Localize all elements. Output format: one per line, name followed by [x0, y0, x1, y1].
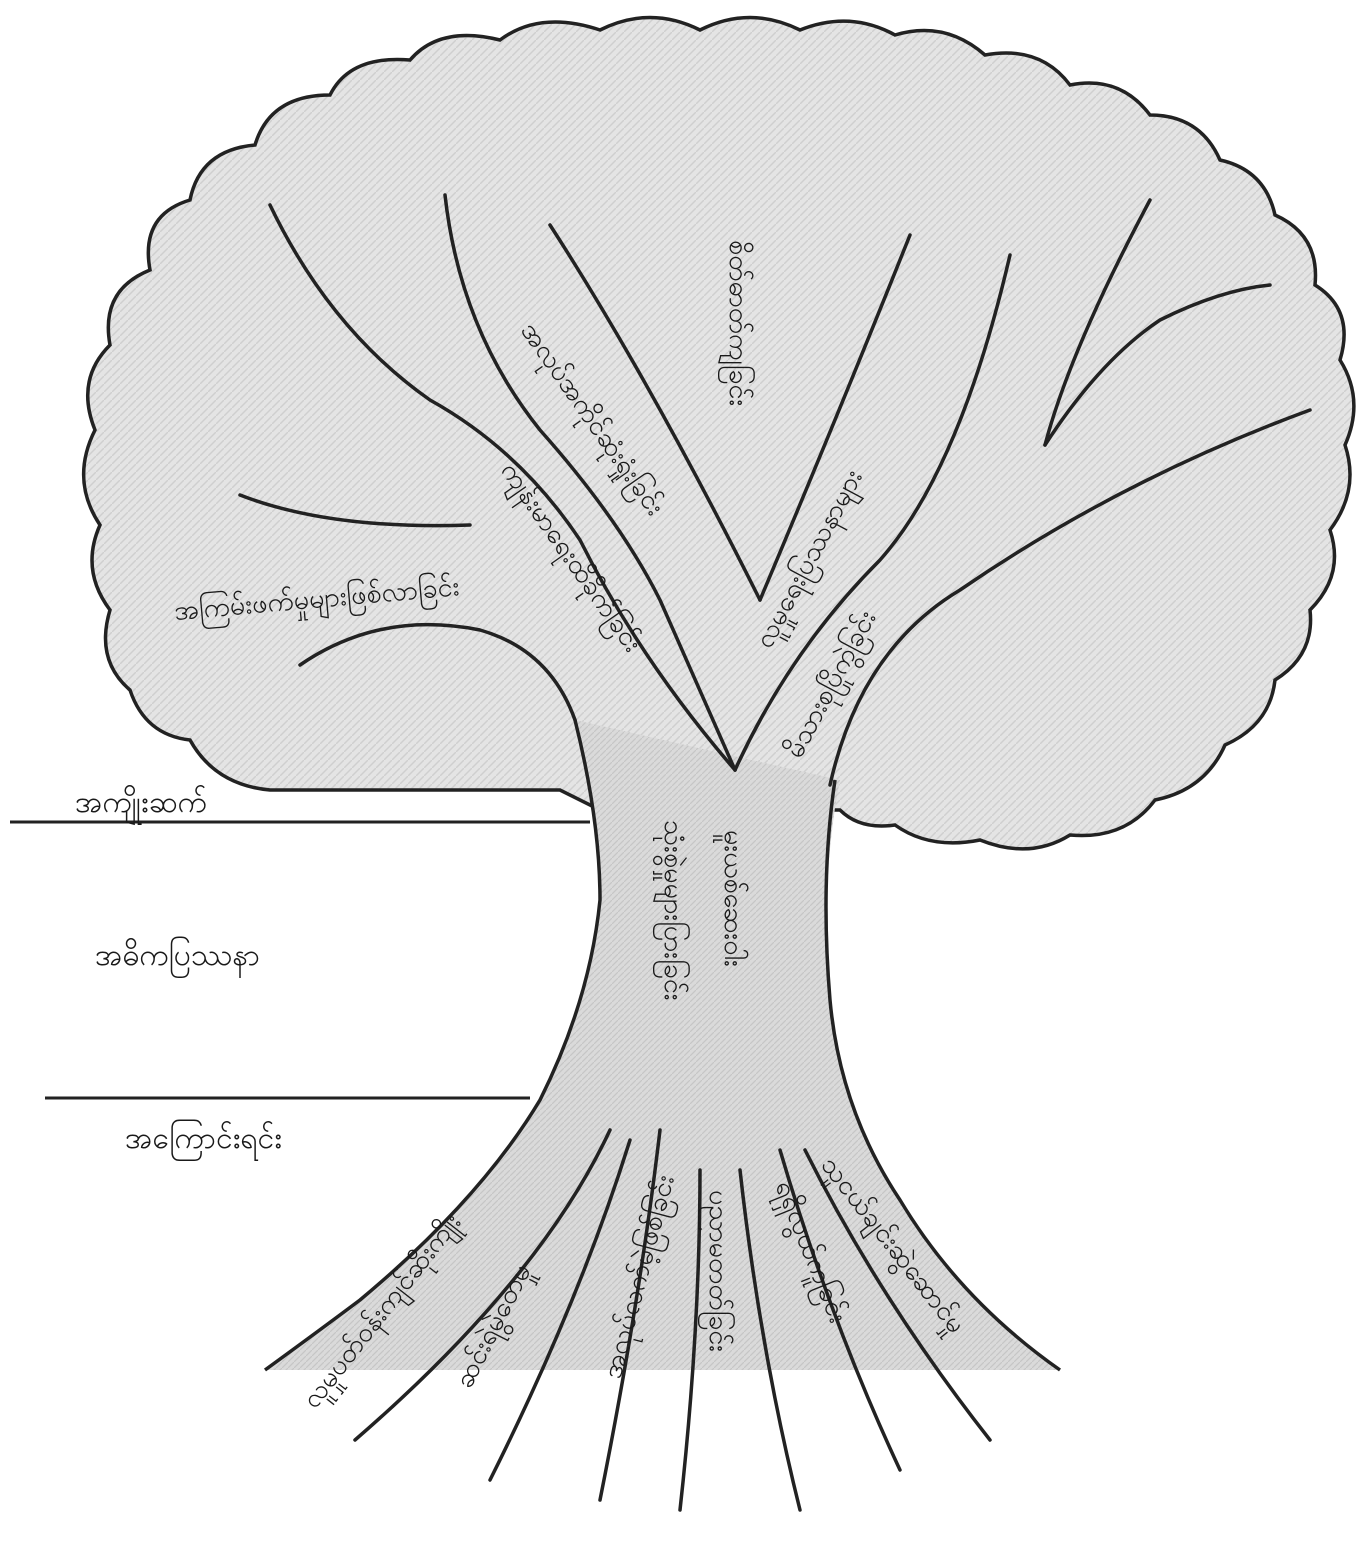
- root-label-4: ပညာမတတ်ခြင်း: [698, 1190, 736, 1352]
- causes-label: အကြောင်းရင်း: [125, 1119, 282, 1162]
- trunk-label-2: သုံးစွဲမှုများပြားခြင်း: [653, 820, 691, 1001]
- core-problem-label: အဓိကပြဿနာ: [95, 936, 260, 979]
- tree-canopy: [84, 18, 1354, 849]
- trunk-label-1: မူးယစ်ဆေးဝါး: [713, 830, 749, 967]
- effects-label: အကျိုးဆက်: [75, 785, 207, 826]
- branch-label-4: စိတ်ဓာတ်ကျခြင်း: [718, 240, 756, 406]
